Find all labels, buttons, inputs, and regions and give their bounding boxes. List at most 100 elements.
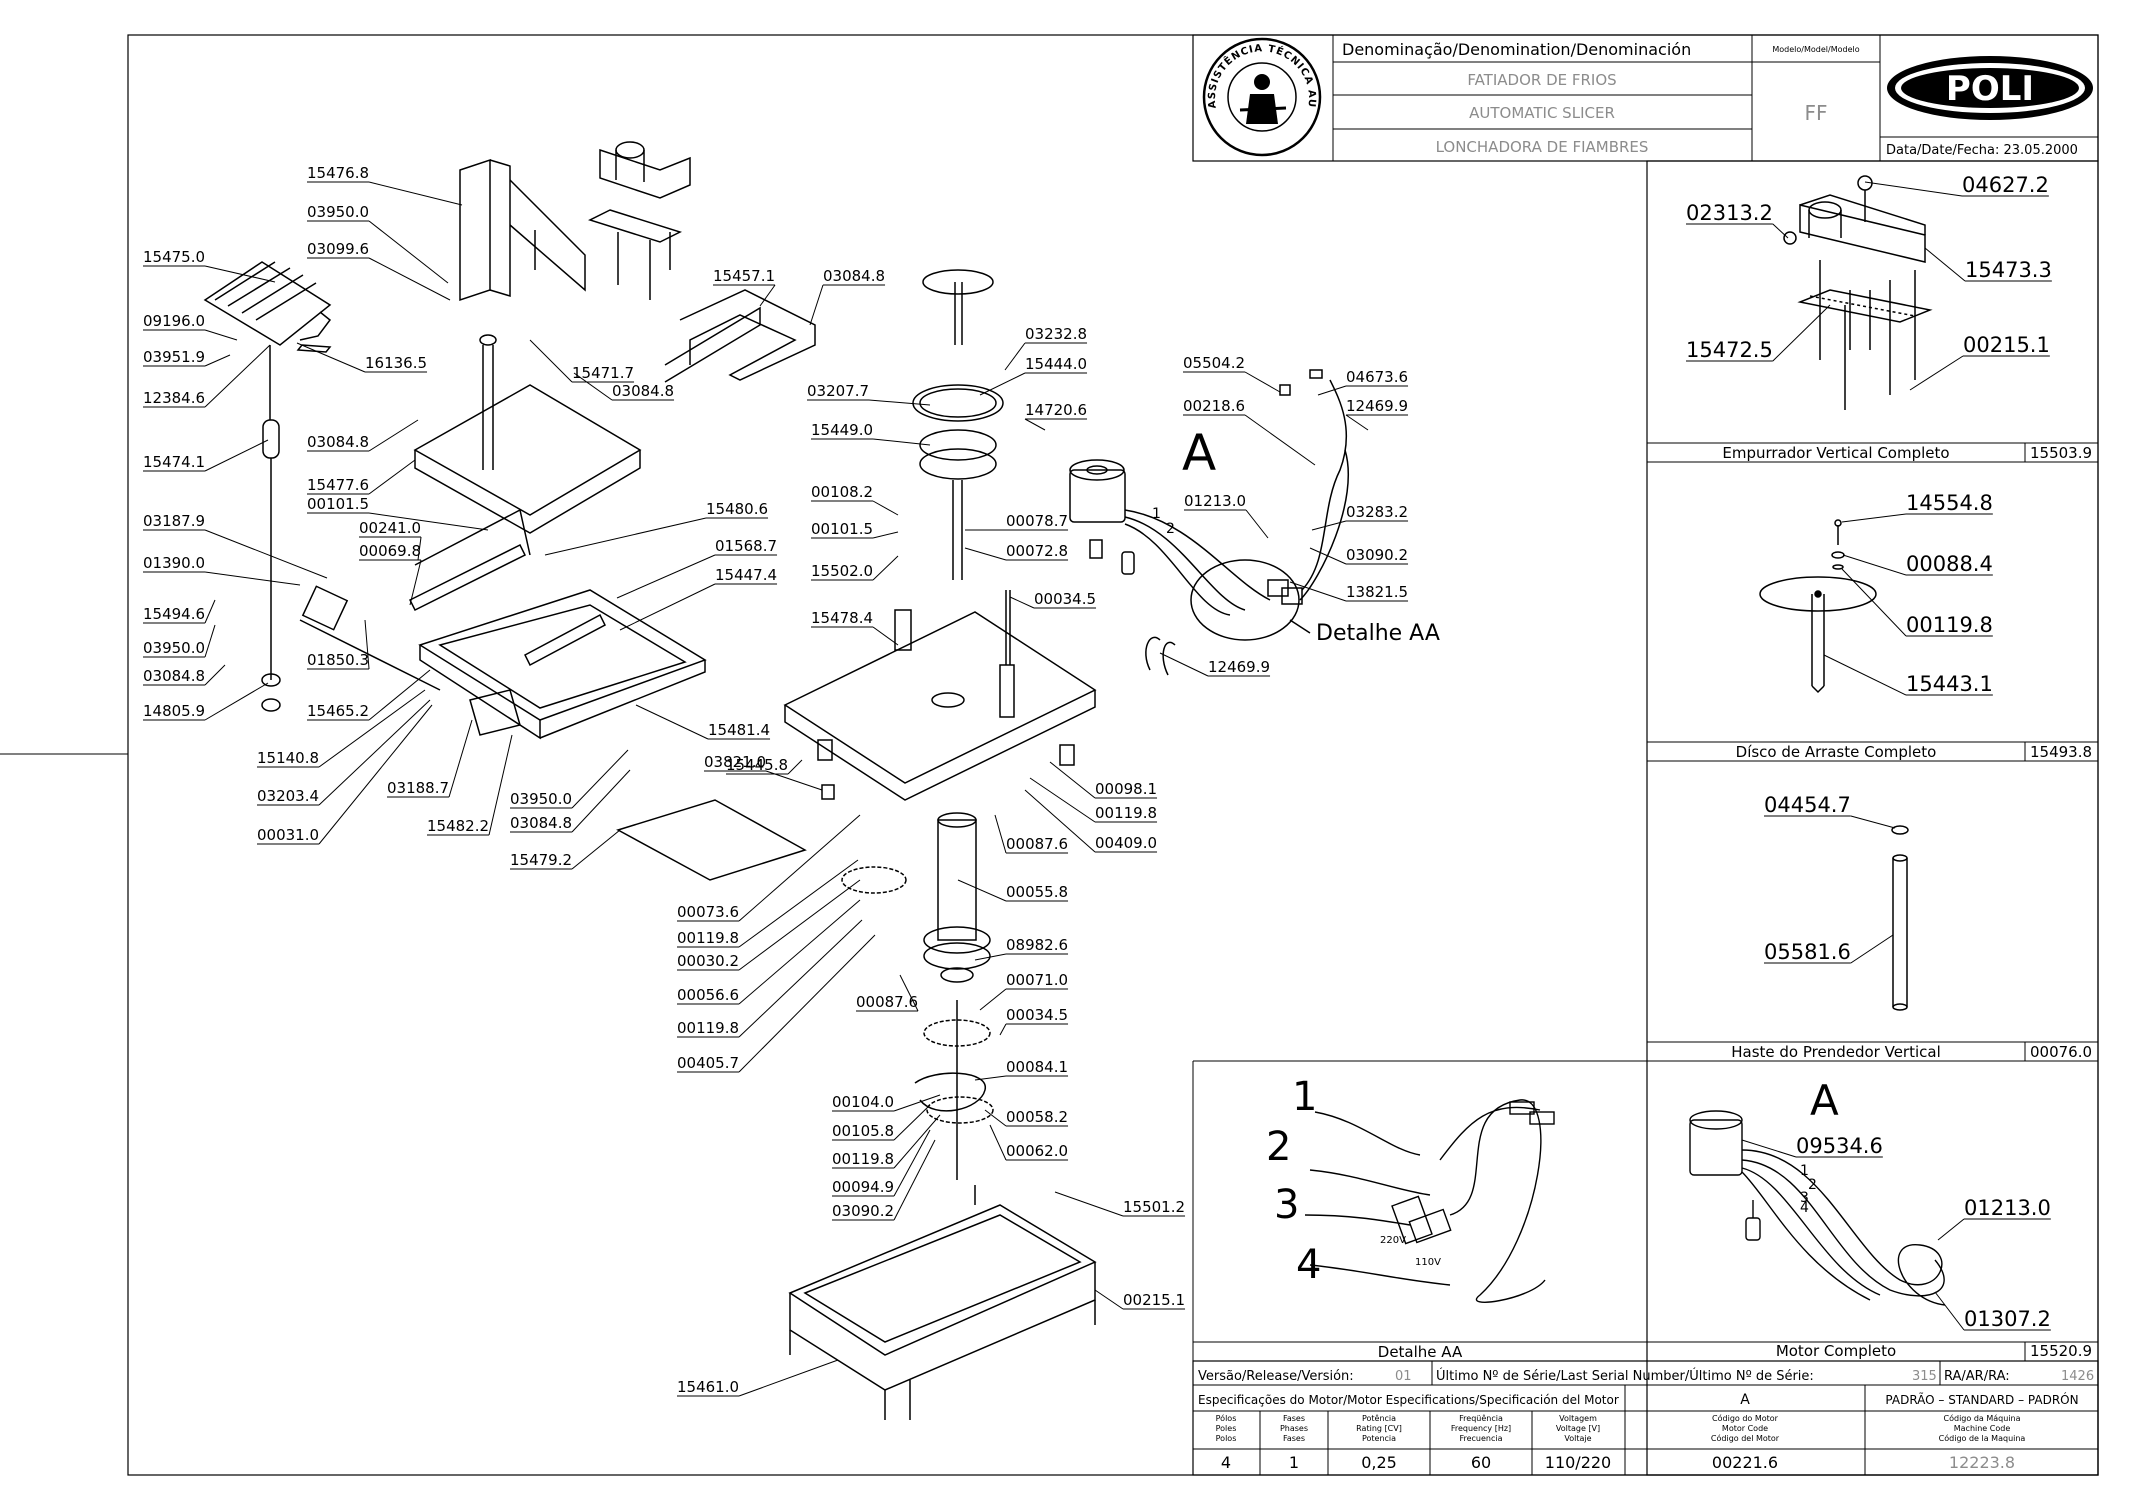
denomination-header: Denominação/Denomination/Denominación [1342,40,1691,59]
leader-line [738,859,859,948]
part-number-label: 03951.9 [143,348,205,366]
leader-line [1009,596,1035,609]
svg-text:Poles: Poles [1216,1424,1237,1433]
svg-text:Código da Máquina: Código da Máquina [1944,1413,2021,1423]
spec-phases-value: 1 [1289,1453,1299,1472]
leader-line [893,1104,931,1141]
leader-line [417,536,422,561]
part-number-label: 00034.5 [1034,590,1096,608]
part-number-label: 15477.6 [307,476,369,494]
part-number-label: 14554.8 [1906,491,1993,515]
svg-text:Phases: Phases [1280,1424,1308,1433]
leader-line [765,770,823,791]
leader-line [204,599,216,624]
leader-line [204,682,269,721]
part-number-label: 00119.8 [832,1150,894,1168]
leader-line [964,547,1007,561]
leader-line [899,974,919,1012]
part-number-label: 15474.1 [143,453,205,471]
svg-text:Potencia: Potencia [1362,1434,1396,1443]
leader-line [1159,652,1209,677]
part-number-label: 05504.2 [1183,354,1245,372]
leader-line [1024,789,1096,853]
part-number-label: 00034.5 [1006,1006,1068,1024]
leader-line [787,759,803,775]
part-number-label: 00215.1 [1963,333,2050,357]
leader-line [1741,1139,1797,1158]
part-number-label: 00094.9 [832,1178,894,1196]
motor-wire-number: 4 [1800,1200,1809,1216]
leader-line [616,554,716,599]
leader-line [893,1139,936,1221]
leader-line [1309,547,1347,565]
leader-line [1094,1289,1124,1310]
vertical-clamp-rod-drawing [1891,825,1909,1011]
part-number-label: 15479.2 [510,851,572,869]
part-number-label: 15473.3 [1965,258,2052,282]
part-number-label: 14720.6 [1025,401,1087,419]
svg-text:Código do Motor: Código do Motor [1712,1413,1779,1423]
leader-line [1345,414,1369,431]
detail-wire-4: 4 [1296,1242,1321,1288]
leader-line [974,953,1007,961]
main-wire-2: 2 [1166,521,1175,537]
ra-label: RA/AR/RA: [1944,1369,2010,1384]
part-number-label: 03821.0 [704,753,766,771]
spec-rating-value: 0,25 [1361,1453,1397,1472]
spec-header-rating: Potência Rating [CV] Potencia [1356,1413,1402,1443]
part-number-label: 15478.4 [811,609,873,627]
leader-line [994,814,1007,854]
leader-line [364,619,370,670]
panel-title-motor: Motor Completo [1776,1342,1896,1360]
spec-motor-code-value: 00221.6 [1712,1453,1778,1472]
part-number-label: 15449.0 [811,421,873,439]
leader-line [1004,342,1026,371]
part-number-label: 04454.7 [1764,793,1851,817]
leader-line [571,769,631,833]
part-number-label: 00055.8 [1006,883,1068,901]
spec-header-phases: Fases Phases Fases [1280,1414,1308,1443]
part-number-label: 15480.6 [706,500,768,518]
part-number-label: 03232.8 [1025,325,1087,343]
leader-line [204,664,226,686]
part-number-label: 00062.0 [1006,1142,1068,1160]
detail-wire-2: 2 [1266,1124,1291,1170]
svg-text:Rating [CV]: Rating [CV] [1356,1424,1402,1433]
leader-line [204,265,276,283]
part-number-label: 15501.2 [1123,1198,1185,1216]
part-number-label: 01850.3 [307,651,369,669]
part-number-label: 01213.0 [1184,492,1246,510]
part-number-label: 08982.6 [1006,936,1068,954]
motor-specs-table: Versão/Release/Versión: 01 Último Nº de … [1192,1360,2099,1476]
leader-line [368,669,431,721]
leader-line [318,689,426,768]
svg-text:Voltagem: Voltagem [1559,1414,1597,1423]
motor-letter: A [1740,1392,1750,1408]
part-number-label: 04673.6 [1346,368,1408,386]
part-number-label: 00087.6 [1006,835,1068,853]
product-name-en: AUTOMATIC SLICER [1469,104,1615,122]
part-number-label: 00069.8 [359,542,421,560]
leader-line [738,1359,839,1397]
detail-aa-wiring-drawing [1304,1099,1555,1303]
part-number-label: 15502.0 [811,562,873,580]
part-number-label: 12469.9 [1208,658,1270,676]
svg-text:Voltage [V]: Voltage [V] [1556,1424,1600,1433]
panel-title-detalhe: Detalhe AA [1378,1343,1463,1361]
leader-line [318,699,431,806]
svg-text:Frequency [Hz]: Frequency [Hz] [1451,1424,1511,1433]
part-number-label: 15481.4 [708,721,770,739]
leader-line [1937,1218,1965,1241]
leader-line [368,459,416,495]
panel-title-empurrador: Empurrador Vertical Completo [1722,444,1949,462]
drag-disc-drawing [1759,519,1877,694]
part-number-label: 15445.8 [726,756,788,774]
part-number-label: 01307.2 [1964,1307,2051,1331]
part-number-label: 03084.8 [510,814,572,832]
leader-line [957,879,1007,902]
part-number-label: 12384.6 [143,389,205,407]
part-number-label: 00058.2 [1006,1108,1068,1126]
part-number-label: 03187.9 [143,512,205,530]
version-value: 01 [1395,1369,1412,1384]
part-number-label: 00119.8 [677,929,739,947]
